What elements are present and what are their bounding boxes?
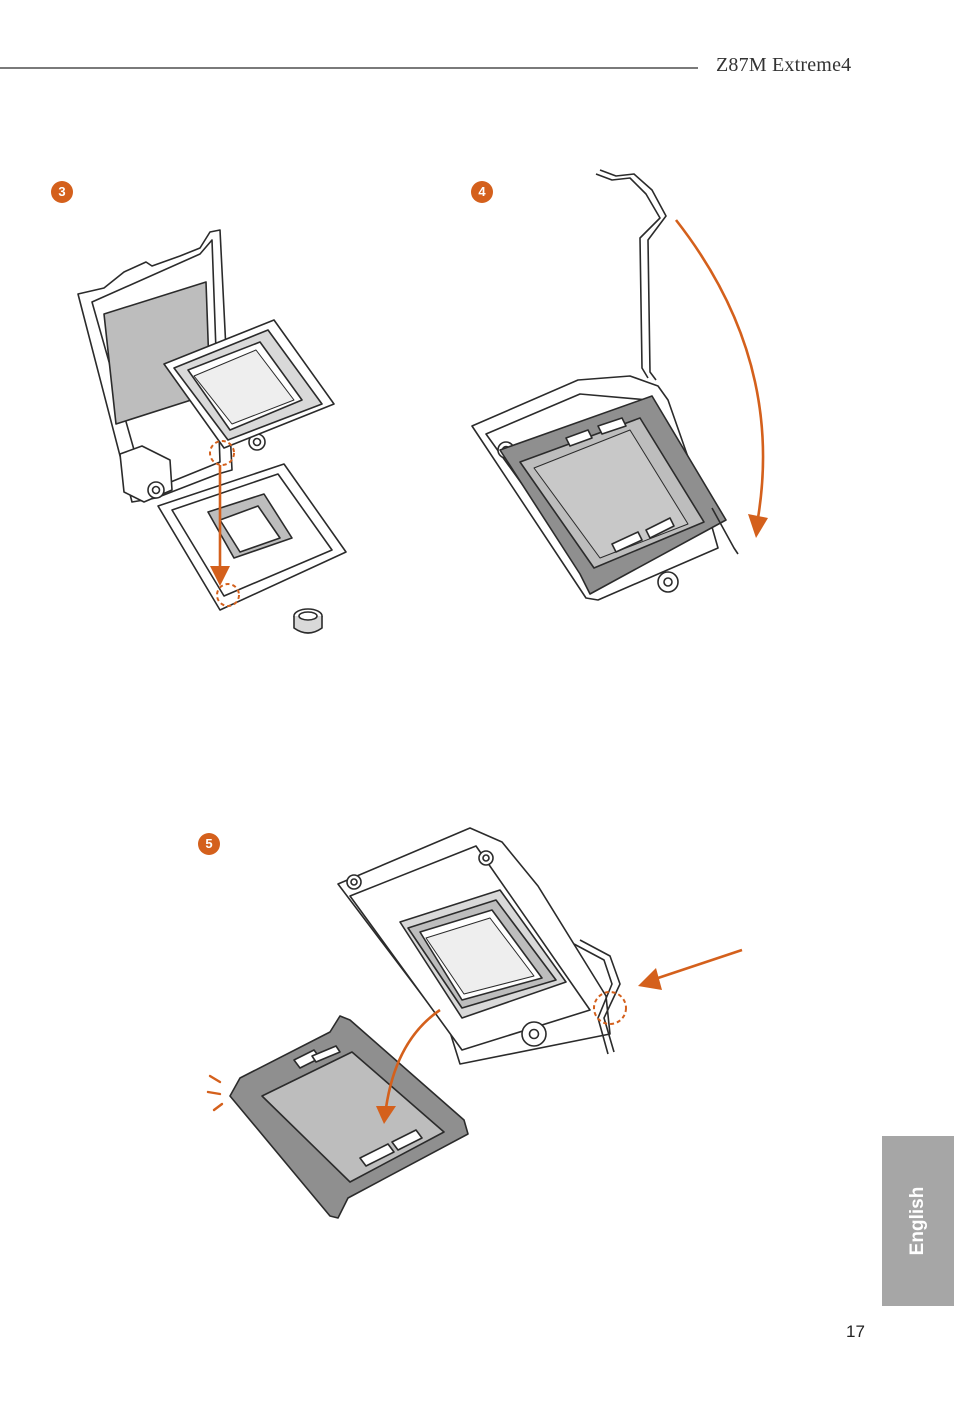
step-3-badge: 3 [51,181,73,203]
language-side-tab: English [882,1136,954,1306]
step-5-secure-lever-illustration [200,820,760,1230]
step-4-close-load-plate-illustration [462,168,792,608]
header-rule [0,67,698,69]
step-3-cpu-insertion-illustration [60,210,380,650]
page-header-title: Z87M Extreme4 [716,54,851,77]
language-tab-label: English [907,1187,929,1256]
page-number: 17 [846,1322,865,1342]
